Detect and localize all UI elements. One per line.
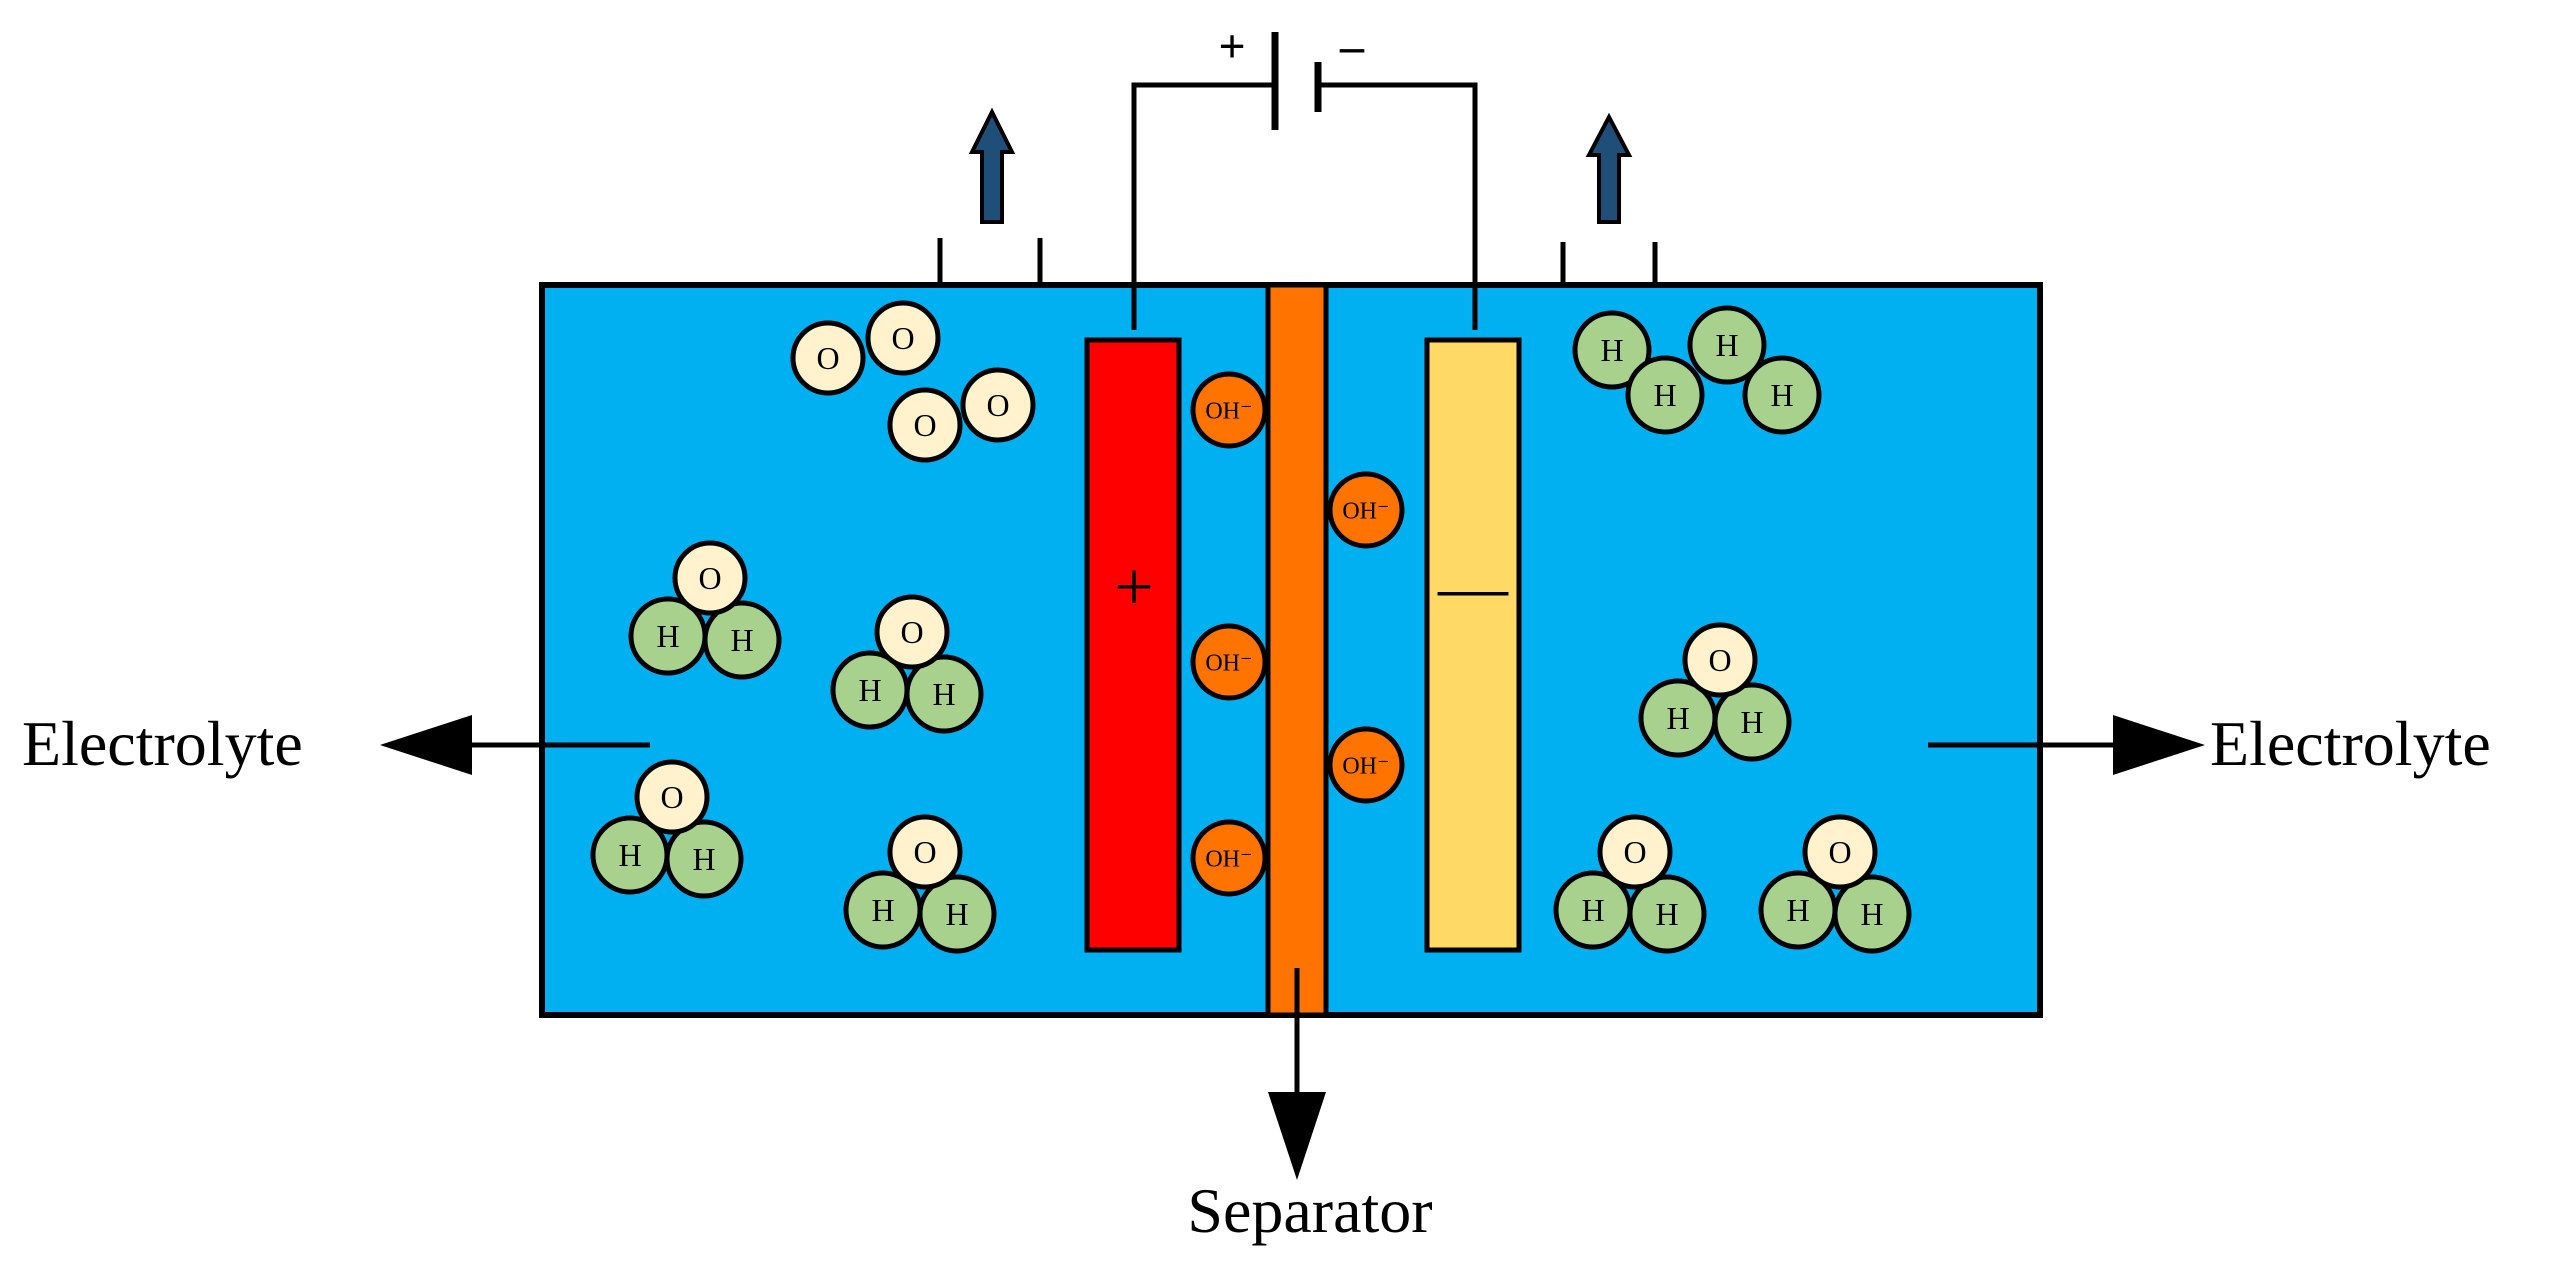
water-hydrogen-atom-label: H	[730, 622, 753, 658]
water-hydrogen-atom: H	[843, 870, 923, 950]
water-hydrogen-atom-label: H	[1655, 896, 1678, 932]
water-hydrogen-atom: H	[702, 600, 782, 680]
electrolyte-right-label: Electrolyte	[2210, 708, 2491, 779]
electrolyte-right-pointer	[1928, 715, 2205, 775]
hydrogen-atom-label: H	[1770, 377, 1793, 413]
water-oxygen-atom-label: O	[660, 779, 683, 815]
gas-outlet-left	[937, 238, 1043, 285]
hydroxide-ion: OH⁻	[1190, 371, 1268, 449]
water-hydrogen-atom-label: H	[871, 892, 894, 928]
hydroxide-ion-label: OH⁻	[1205, 398, 1252, 424]
water-hydrogen-atom-label: H	[1860, 896, 1883, 932]
water-hydrogen-atom: H	[1832, 874, 1912, 954]
oxygen-atom: O	[865, 300, 941, 376]
hydrogen-atom: H	[1687, 305, 1767, 385]
water-oxygen-atom-label: O	[1828, 834, 1851, 870]
oxygen-atom-label: O	[986, 387, 1009, 423]
hydrogen-release-arrow-icon	[1585, 112, 1633, 224]
water-oxygen-atom: O	[1802, 814, 1878, 890]
water-hydrogen-atom: H	[1638, 678, 1718, 758]
oxygen-atom: O	[790, 320, 866, 396]
water-oxygen-atom: O	[1682, 622, 1758, 698]
hydrogen-atom: H	[1625, 355, 1705, 435]
oxygen-release-arrow-icon	[968, 107, 1016, 224]
water-hydrogen-atom: H	[830, 650, 910, 730]
anode-electrode	[1084, 337, 1182, 953]
battery-positive-label: +	[1218, 20, 1245, 73]
water-oxygen-atom: O	[887, 814, 963, 890]
hydroxide-ion-label: OH⁻	[1342, 498, 1389, 524]
arrow-left-icon	[380, 715, 472, 775]
water-hydrogen-atom-label: H	[656, 618, 679, 654]
oxygen-atom: O	[887, 387, 963, 463]
electrolyte-left-pointer	[380, 715, 650, 775]
anode-sign: +	[1114, 549, 1153, 626]
electrolyte-left-label: Electrolyte	[22, 708, 303, 779]
water-hydrogen-atom: H	[628, 596, 708, 676]
water-hydrogen-atom-label: H	[1581, 892, 1604, 928]
hydroxide-ion: OH⁻	[1327, 726, 1405, 804]
water-hydrogen-atom-label: H	[932, 676, 955, 712]
water-hydrogen-atom: H	[904, 654, 984, 734]
water-hydrogen-atom: H	[1627, 874, 1707, 954]
arrow-right-icon	[2113, 715, 2205, 775]
water-hydrogen-atom: H	[1758, 870, 1838, 950]
water-hydrogen-atom-label: H	[1740, 704, 1763, 740]
water-oxygen-atom: O	[672, 540, 748, 616]
cathode-sign: —	[1437, 549, 1509, 626]
arrow-down-icon	[1268, 1092, 1326, 1180]
water-oxygen-atom: O	[874, 594, 950, 670]
hydroxide-ion-label: OH⁻	[1205, 650, 1252, 676]
water-hydrogen-atom: H	[1712, 682, 1792, 762]
external-circuit	[1131, 82, 1478, 330]
water-oxygen-atom-label: O	[698, 560, 721, 596]
water-hydrogen-atom: H	[590, 815, 670, 895]
hydrogen-atom: H	[1572, 310, 1652, 390]
separator-membrane	[1265, 282, 1329, 1018]
water-oxygen-atom-label: O	[900, 614, 923, 650]
water-hydrogen-atom: H	[1553, 870, 1633, 950]
water-hydrogen-atom: H	[917, 874, 997, 954]
hydrogen-atom: H	[1742, 355, 1822, 435]
hydroxide-ion: OH⁻	[1190, 819, 1268, 897]
oxygen-atom: O	[960, 367, 1036, 443]
water-hydrogen-atom-label: H	[618, 837, 641, 873]
separator-label: Separator	[1187, 1175, 1432, 1246]
water-oxygen-atom-label: O	[1623, 834, 1646, 870]
battery-icon	[1271, 32, 1322, 130]
water-oxygen-atom: O	[634, 759, 710, 835]
water-hydrogen-atom-label: H	[945, 896, 968, 932]
water-hydrogen-atom-label: H	[1666, 700, 1689, 736]
water-hydrogen-atom-label: H	[858, 672, 881, 708]
water-oxygen-atom-label: O	[1708, 642, 1731, 678]
battery-negative-label: –	[1339, 20, 1365, 73]
water-oxygen-atom: O	[1597, 814, 1673, 890]
hydroxide-ion: OH⁻	[1190, 623, 1268, 701]
gas-outlet-right	[1560, 242, 1658, 285]
cathode-electrode	[1424, 337, 1522, 953]
hydrogen-atom-label: H	[1600, 332, 1623, 368]
hydroxide-ion: OH⁻	[1327, 471, 1405, 549]
hydrogen-atom-label: H	[1715, 327, 1738, 363]
hydroxide-ion-label: OH⁻	[1342, 753, 1389, 779]
oxygen-atom-label: O	[913, 407, 936, 443]
water-oxygen-atom-label: O	[913, 834, 936, 870]
separator-pointer	[1268, 968, 1326, 1180]
oxygen-atom-label: O	[816, 340, 839, 376]
water-hydrogen-atom-label: H	[692, 841, 715, 877]
hydroxide-ion-label: OH⁻	[1205, 846, 1252, 872]
water-hydrogen-atom-label: H	[1786, 892, 1809, 928]
water-hydrogen-atom: H	[664, 819, 744, 899]
hydrogen-atom-label: H	[1653, 377, 1676, 413]
oxygen-atom-label: O	[891, 320, 914, 356]
